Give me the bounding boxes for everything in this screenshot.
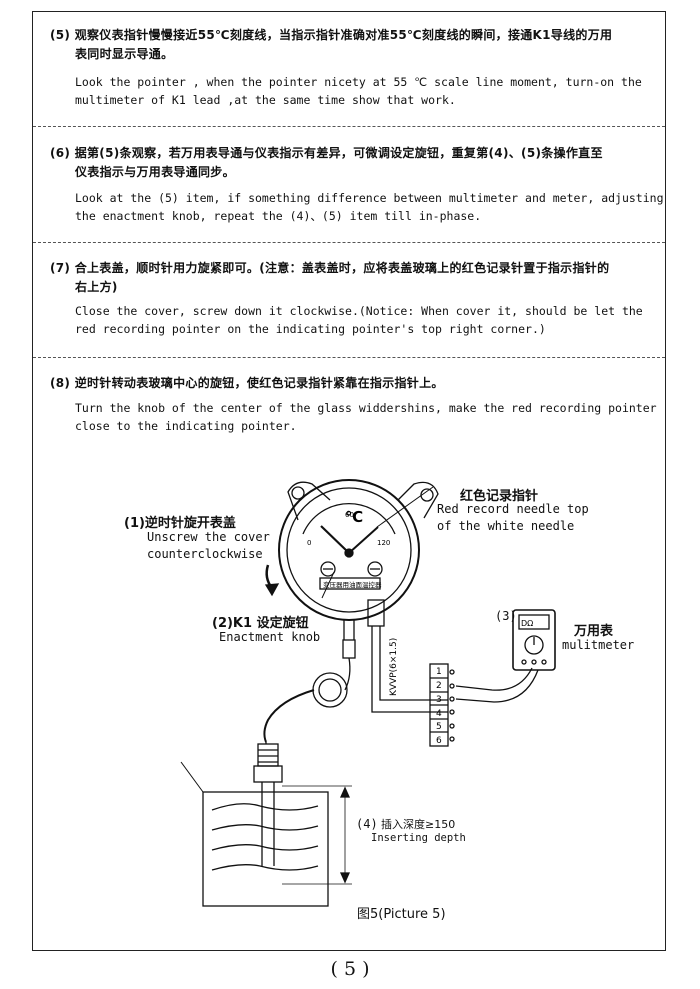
step-5-zh: (5) 观察仪表指针慢慢接近55℃刻度线，当指示指针准确对准55℃刻度线的瞬间，… (50, 28, 613, 42)
step-8-en-2: close to the indicating pointer. (75, 419, 297, 433)
step-7-zh: (7) 合上表盖，顺时针用力旋紧即可。(注意：盖表盖时，应将表盖玻璃上的红色记录… (50, 261, 610, 275)
dial-tick-60: 60 (345, 511, 354, 519)
label-red-needle-en-a: Red record needle top (437, 502, 589, 516)
label-unscrew-en-b: counterclockwise (147, 547, 263, 561)
terminal-2: 2 (436, 681, 442, 691)
step-7-en-1: Close the cover, screw down it clockwise… (75, 304, 643, 318)
page-frame (32, 11, 666, 951)
label-multimeter-zh: 万用表 (574, 624, 614, 639)
terminal-6: 6 (436, 736, 442, 746)
step-6-zh: (6) 据第(5)条观察，若万用表导通与仪表指示有差异，可微调设定旋钮，重复第(… (50, 146, 603, 160)
label-knob-en: Enactment knob (219, 630, 321, 644)
label-unscrew-en-a: Unscrew the cover (147, 530, 270, 544)
dial-tick-0: 0 (307, 539, 311, 547)
multimeter-display: DΩ (521, 619, 533, 628)
step-7-zh-cont: 右上方) (75, 280, 118, 294)
dial-nameplate: 变压器用油面温控器 (323, 580, 382, 589)
step-7-en-2: red recording pointer on the indicating … (75, 322, 546, 336)
step-6-en-2: the enactment knob, repeat the (4)、(5) i… (75, 209, 482, 223)
cable-label: KVVP(6×1.5) (389, 638, 399, 696)
label-depth-zh: 插入深度≥150 (381, 818, 456, 831)
dial-tick-120: 120 (377, 539, 390, 547)
terminal-1: 1 (436, 667, 442, 677)
divider (33, 242, 665, 243)
divider (33, 126, 665, 127)
terminal-3: 3 (436, 695, 442, 705)
label-depth-en: Inserting depth (371, 832, 466, 844)
step-8-zh: (8) 逆时针转动表玻璃中心的旋钮，使红色记录指针紧靠在指示指针上。 (50, 376, 444, 390)
figure-caption: 图5(Picture 5) (357, 907, 446, 922)
label-multimeter-num: (3) (495, 609, 517, 623)
label-multimeter-en: mulitmeter (562, 638, 635, 652)
divider (33, 357, 665, 358)
step-6-en-1: Look at the (5) item, if something diffe… (75, 191, 664, 205)
terminal-5: 5 (436, 722, 442, 732)
terminal-4: 4 (436, 709, 442, 719)
label-red-needle-en-b: of the white needle (437, 519, 575, 533)
label-red-needle-zh: 红色记录指针 (460, 489, 539, 504)
step-6-zh-cont: 仪表指示与万用表导通同步。 (75, 165, 235, 179)
step-5-zh-cont: 表同时显示导通。 (75, 47, 174, 61)
step-5-en-1: Look the pointer , when the pointer nice… (75, 75, 642, 89)
page-number: ( 5 ) (330, 958, 370, 980)
dial-unit: ℃ (345, 508, 363, 526)
label-depth-num: (4) (356, 817, 378, 831)
label-knob-zh: (2)K1 设定旋钮 (212, 616, 309, 631)
label-unscrew-zh: (1)逆时针旋开表盖 (124, 516, 236, 531)
step-8-en-1: Turn the knob of the center of the glass… (75, 401, 657, 415)
step-5-en-2: multimeter of K1 lead ,at the same time … (75, 93, 456, 107)
